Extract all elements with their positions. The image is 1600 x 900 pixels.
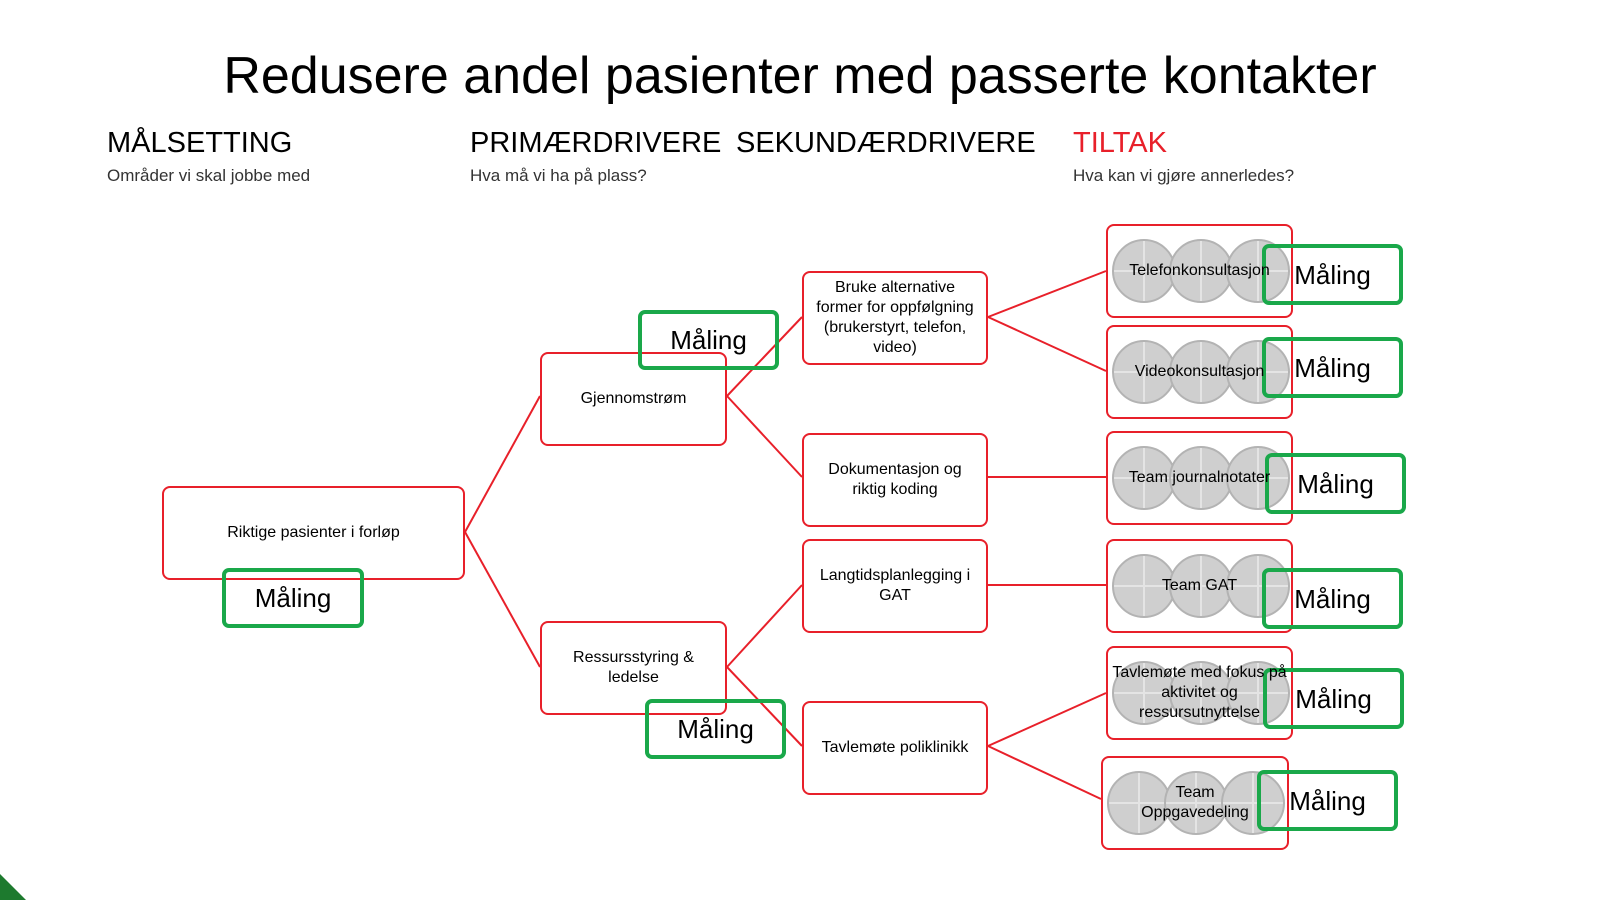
secondary-driver-label-2: Dokumentasjon og riktig koding	[828, 461, 962, 498]
secondary-driver-box-1: Bruke alternative former for oppfølgning…	[802, 271, 988, 365]
measure-badge-primary-2: Måling	[645, 699, 786, 759]
column-heading-secondary: SEKUNDÆRDRIVERE	[736, 127, 1036, 159]
action-label-4: Team GAT	[1161, 577, 1238, 594]
pdsa-cycle-icon	[1226, 340, 1290, 404]
action-box-2: Videokonsultasjon	[1106, 325, 1293, 419]
secondary-driver-box-3: Langtidsplanlegging i GAT	[802, 539, 988, 633]
corner-triangle-decoration	[0, 874, 26, 900]
measure-badge-primary-1: Måling	[638, 310, 779, 370]
measure-badge-action-5: Måling	[1263, 668, 1404, 729]
primary-driver-label-1: Gjennomstrøm	[580, 390, 687, 407]
measure-badge-goal: Måling	[222, 568, 364, 628]
connector-primary2-secondary3	[726, 584, 803, 668]
secondary-driver-label-1: Bruke alternative former for oppfølgning…	[816, 279, 974, 356]
measure-badge-action-6: Måling	[1257, 770, 1398, 831]
connector-goal-primary1	[464, 395, 541, 533]
pdsa-cycle-icon	[1169, 554, 1233, 618]
measure-badge-action-1: Måling	[1262, 244, 1403, 305]
action-label-1: Telefonkonsultasjon	[1129, 262, 1270, 279]
column-subheading-goal: Områder vi skal jobbe med	[107, 166, 311, 185]
pdsa-cycle-icon	[1221, 771, 1285, 835]
pdsa-cycle-icon	[1169, 340, 1233, 404]
action-box-3: Team journalnotater	[1106, 431, 1293, 525]
action-box-1: Telefonkonsultasjon	[1106, 224, 1293, 318]
action-label-2: Videokonsultasjon	[1134, 363, 1265, 380]
action-box-5: Tavlemøte med fokus på aktivitet og ress…	[1106, 646, 1293, 740]
pdsa-cycle-icon	[1226, 554, 1290, 618]
connector-secondary4-action5	[987, 692, 1107, 747]
pdsa-cycle-icon	[1112, 239, 1176, 303]
connector-goal-primary2	[464, 531, 541, 668]
goal-label: Riktige pasienter i forløp	[227, 524, 400, 541]
action-box-4: Team GAT	[1106, 539, 1293, 633]
connector-primary2-secondary4	[726, 666, 803, 747]
secondary-driver-box-2: Dokumentasjon og riktig koding	[802, 433, 988, 527]
column-subheading-primary: Hva må vi ha på plass?	[470, 166, 647, 185]
column-subheading-actions: Hva kan vi gjøre annerledes?	[1073, 166, 1295, 185]
pdsa-cycle-icon	[1169, 661, 1233, 725]
page-title: Redusere andel pasienter med passerte ko…	[223, 47, 1377, 105]
measure-badge-action-4: Måling	[1262, 568, 1403, 629]
connector-primary1-secondary2	[726, 395, 803, 478]
measure-badge-action-2: Måling	[1262, 337, 1403, 398]
column-heading-primary: PRIMÆRDRIVERE	[470, 127, 722, 159]
pdsa-cycle-icon	[1112, 340, 1176, 404]
connector-secondary4-action6	[987, 745, 1102, 800]
action-label-3: Team journalnotater	[1128, 469, 1271, 486]
connector-secondary1-action1	[987, 270, 1107, 318]
pdsa-cycle-icon	[1226, 239, 1290, 303]
column-heading-actions: TILTAK	[1073, 127, 1167, 159]
action-label-6: Team Oppgavedeling	[1141, 784, 1249, 821]
connector-secondary1-action2	[987, 316, 1107, 372]
secondary-driver-box-4: Tavlemøte poliklinikk	[802, 701, 988, 795]
connector-primary1-secondary1	[726, 316, 803, 397]
secondary-driver-label-4: Tavlemøte poliklinikk	[821, 739, 969, 756]
primary-driver-label-2: Ressursstyring & ledelse	[573, 649, 694, 686]
column-heading-goal: MÅLSETTING	[107, 127, 293, 159]
pdsa-cycle-icon	[1112, 554, 1176, 618]
goal-box: Riktige pasienter i forløp	[162, 486, 465, 580]
secondary-driver-label-3: Langtidsplanlegging i GAT	[819, 567, 971, 604]
action-label-5: Tavlemøte med fokus på aktivitet og ress…	[1112, 664, 1287, 721]
measure-badge-action-3: Måling	[1265, 453, 1406, 514]
pdsa-cycle-icon	[1112, 446, 1176, 510]
